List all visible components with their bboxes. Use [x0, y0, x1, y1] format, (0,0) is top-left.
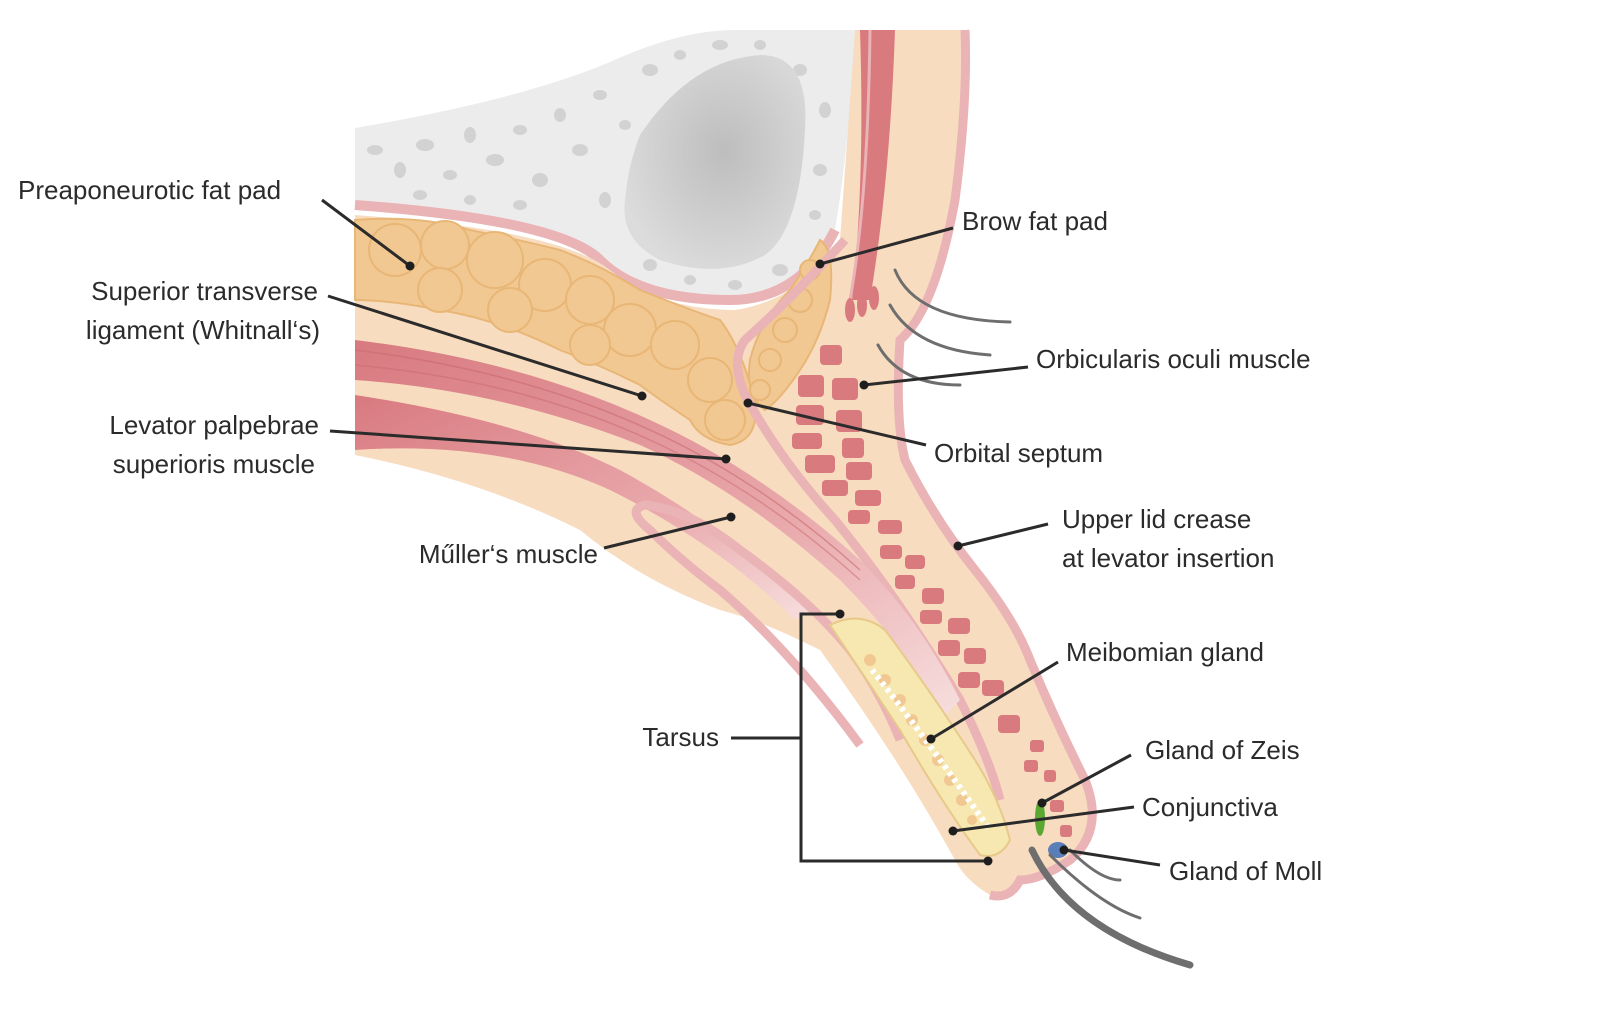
label-meibomian-gland: Meibomian gland [1066, 637, 1264, 667]
label-gland-of-zeis: Gland of Zeis [1145, 735, 1300, 765]
label-preaponeurotic-fat-pad: Preaponeurotic fat pad [18, 175, 281, 205]
label-brow-fat-pad: Brow fat pad [962, 206, 1108, 236]
frontal-bone [354, 30, 855, 306]
leader-lines [321, 198, 1161, 867]
labels: Preaponeurotic fat pad Superior transver… [18, 175, 1322, 886]
muller-muscle [355, 395, 810, 620]
orbital-septum [733, 236, 1005, 802]
tarsus [828, 617, 1012, 857]
orbicularis-oculi-muscle [792, 286, 1072, 837]
label-conjunctiva: Conjunctiva [1142, 792, 1278, 822]
label-orbicularis-oculi: Orbicularis oculi muscle [1036, 344, 1311, 374]
label-levator-line1: Levator palpebrae [109, 410, 319, 440]
label-gland-of-moll: Gland of Moll [1169, 856, 1322, 886]
preaponeurotic-fat-pad [354, 217, 757, 447]
eyelashes [876, 268, 1194, 969]
label-whitnall-line1: Superior transverse [91, 276, 318, 306]
label-levator-line2: superioris muscle [113, 449, 315, 479]
levator-muscle [354, 340, 960, 715]
label-upper-lid-crease-line1: Upper lid crease [1062, 504, 1251, 534]
label-upper-lid-crease-line2: at levator insertion [1062, 543, 1274, 573]
label-tarsus: Tarsus [642, 722, 719, 752]
label-muller-muscle: Műller‘s muscle [419, 539, 598, 569]
frontal-sinus [624, 55, 806, 269]
label-whitnall-line2: ligament (Whitnall‘s) [86, 315, 320, 345]
label-orbital-septum: Orbital septum [934, 438, 1103, 468]
